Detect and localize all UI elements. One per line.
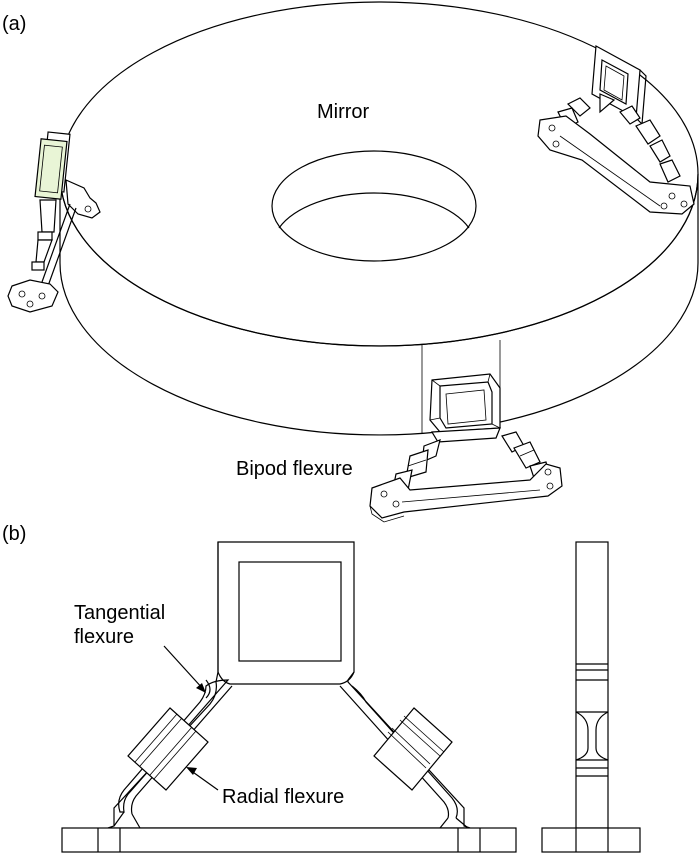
bipod-flexure-label: Bipod flexure [236,458,353,480]
panel-b-tag: (b) [2,523,26,545]
panel-b: (b) [2,523,641,853]
tangential-flexure-label-line1: Tangential [74,602,165,624]
bipod-left [7,131,101,313]
bipod-front-view [61,541,517,853]
mirror-label: Mirror [317,101,370,123]
bipod-front [369,373,563,523]
tangential-flexure-label-line2: flexure [74,626,134,648]
mount-pad-window [238,561,342,662]
radial-flexure-arrowhead [186,767,197,775]
bipod-right [537,45,695,215]
tangential-flexure-arrowhead [196,683,206,693]
base-plate [61,827,517,853]
mirror-hole-inner-wall [278,192,470,229]
panel-a-tag: (a) [2,13,26,35]
tangential-flexure-leader [163,645,205,691]
radial-flexure-leader [189,769,219,791]
bipod-side-view [541,541,641,853]
radial-flexure-label: Radial flexure [222,786,344,808]
mirror-hole [271,150,477,262]
panel-a: (a) [2,1,699,523]
